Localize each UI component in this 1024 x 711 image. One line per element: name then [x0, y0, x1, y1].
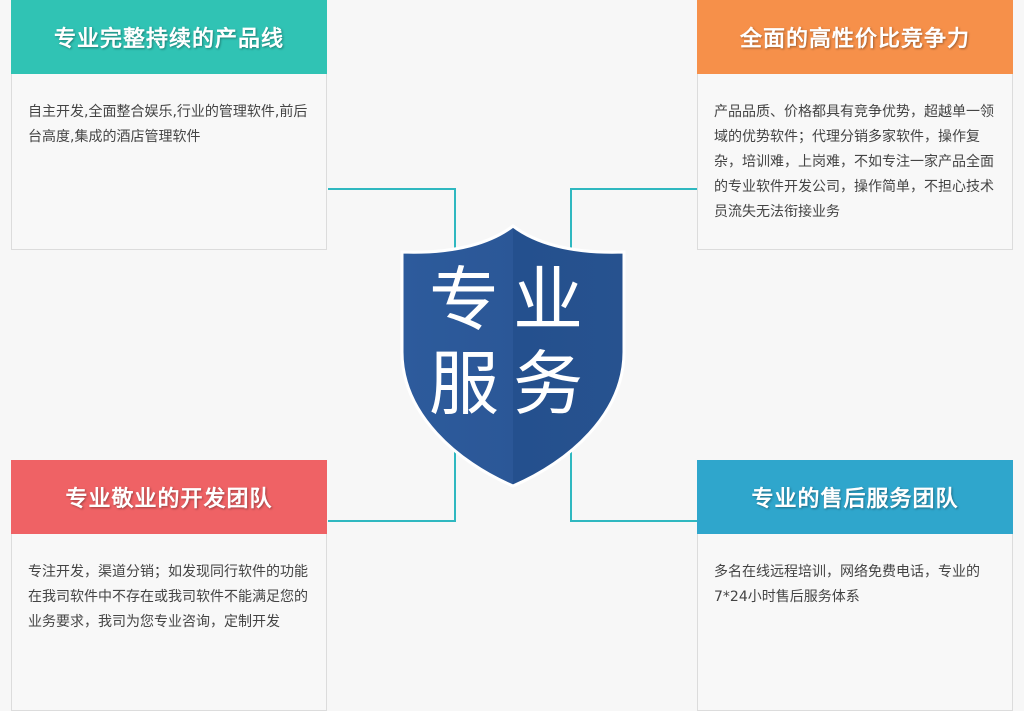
connector-bottom-left [328, 450, 456, 522]
card-title: 全面的高性价比竞争力 [697, 0, 1013, 74]
card-title: 专业的售后服务团队 [697, 460, 1013, 534]
card-cost-performance: 全面的高性价比竞争力 产品品质、价格都具有竞争优势，超越单一领域的优势软件；代理… [697, 0, 1013, 250]
shield-line-1: 专业 [429, 259, 597, 341]
card-text: 产品品质、价格都具有竞争优势，超越单一领域的优势软件；代理分销多家软件，操作复杂… [714, 104, 994, 220]
connector-top-left [328, 188, 456, 252]
card-dev-team: 专业敬业的开发团队 专注开发，渠道分销；如发现同行软件的功能在我司软件中不存在或… [11, 460, 327, 711]
shield-line-2: 服务 [429, 343, 597, 425]
card-title: 专业敬业的开发团队 [11, 460, 327, 534]
connector-bottom-right [570, 450, 697, 522]
shield-label: 专业 服务 [397, 258, 629, 426]
card-after-sales-team: 专业的售后服务团队 多名在线远程培训，网络免费电话，专业的7*24小时售后服务体… [697, 460, 1013, 711]
connector-top-right [570, 188, 697, 252]
card-product-line: 专业完整持续的产品线 自主开发,全面整合娱乐,行业的管理软件,前后台高度,集成的… [11, 0, 327, 250]
card-text: 多名在线远程培训，网络免费电话，专业的7*24小时售后服务体系 [714, 564, 980, 605]
card-text: 专注开发，渠道分销；如发现同行软件的功能在我司软件中不存在或我司软件不能满足您的… [28, 564, 308, 630]
shield-icon [400, 224, 626, 488]
card-title: 专业完整持续的产品线 [11, 0, 327, 74]
card-text: 自主开发,全面整合娱乐,行业的管理软件,前后台高度,集成的酒店管理软件 [28, 104, 308, 145]
